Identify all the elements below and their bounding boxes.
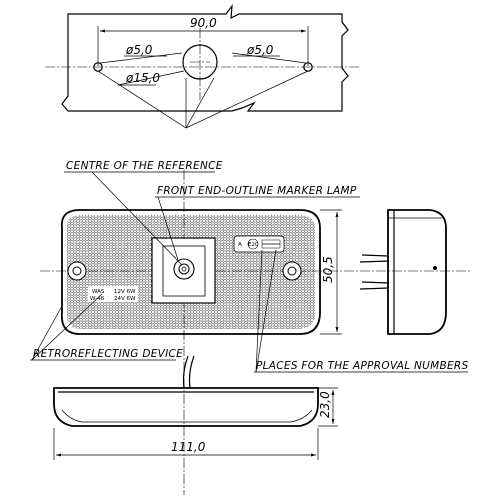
bottom-height-dimension: 23,0 [318,391,332,418]
front-view: A E20 WAS W-46 12V 6W 24V 6W 50,5 CENTRE… [30,160,470,495]
width-dimension: 90,0 [190,16,217,30]
top-view-outline [61,3,349,112]
side-view-body [387,209,447,335]
front-height-dimension: 50,5 [321,256,335,283]
bottom-view-cable [182,355,195,389]
hole-left-dimension: ø5,0 [125,43,153,57]
side-view [359,209,447,335]
bottom-view: 23,0 111,0 [53,355,338,460]
svg-text:A: A [238,242,242,248]
label-front-marker-lamp: FRONT END-OUTLINE MARKER LAMP [157,185,357,197]
top-view: 90,0 ø5,0 ø5,0 ø15,0 [45,3,360,129]
svg-text:W-46: W-46 [90,296,105,302]
lamp-bulb [173,258,195,280]
side-view-cables [359,254,389,290]
label-centre-of-reference: CENTRE OF THE REFERENCE [66,160,223,172]
center-hole-dimension: ø15,0 [125,71,160,85]
bottom-view-body [53,387,319,427]
svg-text:WAS: WAS [92,289,105,295]
svg-text:E20: E20 [248,242,259,248]
label-retroreflecting-device: RETROREFLECTING DEVICE [33,348,183,360]
svg-text:24V 6W: 24V 6W [114,296,136,302]
svg-text:12V 6W: 12V 6W [114,289,136,295]
label-approval-numbers: PLACES FOR THE APPROVAL NUMBERS [256,360,469,372]
center-hole [182,44,218,80]
bottom-length-dimension: 111,0 [171,440,206,454]
lamp-outline [60,209,321,335]
hole-right-dimension: ø5,0 [246,43,274,57]
